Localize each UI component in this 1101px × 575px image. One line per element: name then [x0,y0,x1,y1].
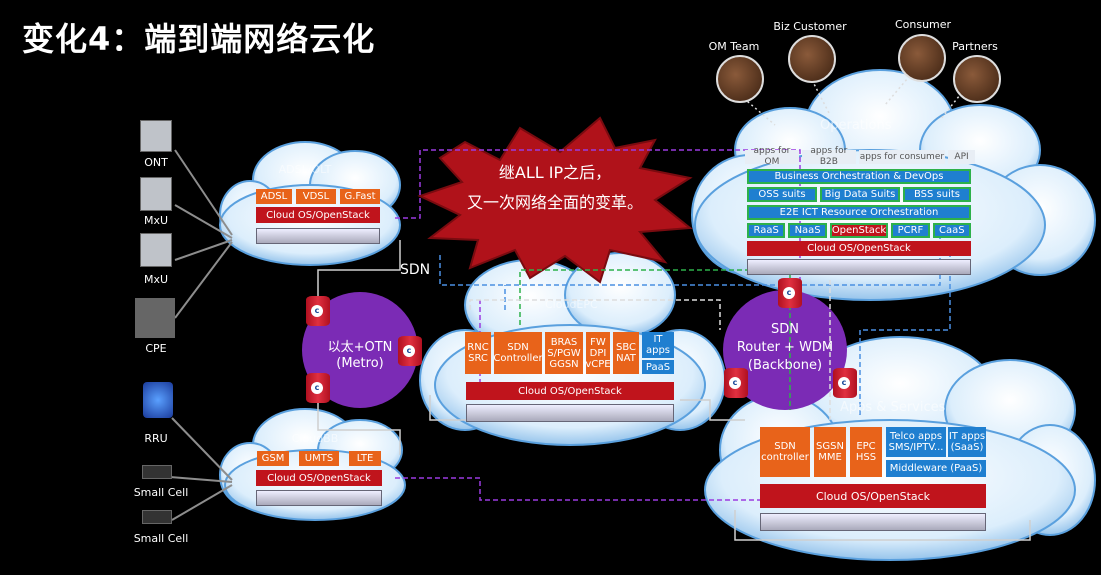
controller-node-icon: c [778,278,802,308]
metro-label-2: (Metro) [336,356,384,371]
mxu-icon [140,177,172,211]
control-links-blue [439,230,951,415]
apps-for-b2b-box: apps for B2B [801,146,856,167]
adsl-hardware-bar [256,228,380,244]
backbone-label-3: (Backbone) [747,358,823,373]
oss-suits-box: OSS suits [747,187,817,202]
controller-node-icon: c [398,336,422,366]
mxu-label-2: MxU [143,273,169,286]
it-apps-saas-box: IT apps (SaaS) [948,427,986,457]
biz-customer-avatar [788,35,836,83]
lte-box: LTE [349,451,381,466]
business-orchestration-box: Business Orchestration & DevOps [747,169,971,184]
ont-icon [140,120,172,152]
rnc-src-box: RNC SRC [465,332,491,374]
metro-label-1: 以太+OTN [327,340,393,355]
om-team-label: OM Team [708,40,760,53]
gfast-box: G.Fast [340,189,380,204]
ran-cloud-name: CloudBB [291,432,339,445]
small-cell-label-1: Small Cell [133,486,189,499]
metro-bubble [302,292,418,408]
mxu-label-1: MxU [143,214,169,227]
rru-label: RRU [144,432,168,445]
adsl-cloud-os-bar: Cloud OS/OpenStack [256,207,380,223]
ops-cloud-os-bar: Cloud OS/OpenStack [747,241,971,256]
apps-hardware-bar [760,513,986,531]
control-links-green [519,269,791,410]
user-links [739,71,969,126]
it-apps-box: IT apps [642,332,674,358]
api-box: API [948,150,976,164]
callout-line-2: 又一次网络全面的变革。 [466,193,643,212]
telco-apps-box: Telco apps SMS/IPTV... [886,427,946,457]
backbone-label-1: SDN [771,322,799,337]
epc-hardware-bar [466,404,674,422]
small-cell-label-2: Small Cell [133,532,189,545]
middleware-paas-box: Middleware (PaaS) [886,460,986,477]
e2e-ict-orchestration-box: E2E ICT Resource Orchestration [747,205,971,220]
cpe-label: CPE [145,342,167,355]
big-data-suits-box: Big Data Suits [820,187,900,202]
paas-box: PaaS [642,360,674,374]
bss-suits-box: BSS suits [903,187,971,202]
ont-label: ONT [144,156,168,169]
ran-cloud-os-bar: Cloud OS/OpenStack [256,470,382,486]
partners-avatar [953,55,1001,103]
bras-box: BRAS S/PGW GGSN [545,332,583,374]
rru-icon [143,382,173,418]
apps-cloud-os-bar: Cloud OS/OpenStack [760,484,986,508]
gsm-box: GSM [257,451,289,466]
adsl-cloud-shape [219,141,401,266]
openstack-box: OpenStack [829,223,889,238]
callout-line-1: 继ALL IP之后， [498,163,612,182]
page-title: 变化4：端到端网络云化 [22,20,376,58]
partners-label: Partners [952,40,998,53]
cloud-links [317,240,1031,541]
controller-node-icon: c [724,368,748,398]
operations-cloud-name: Operations [820,118,892,133]
raas-box: RaaS [747,223,786,238]
om-team-avatar [716,55,764,103]
cpe-icon [135,298,175,338]
pcrf-box: PCRF [891,223,930,238]
apps-cloud-name: Apps & Services [840,400,946,415]
controller-node-icon: c [306,373,330,403]
umts-box: UMTS [299,451,339,466]
epc-cloud-name: CloudEPC [545,298,598,311]
consumer-avatar [898,34,946,82]
backbone-bubble [723,290,847,410]
control-links-white [469,280,831,420]
ops-apps-row: apps for OM apps for B2B apps for consum… [745,146,976,167]
adsl-cloud-name: ADSL/OLT [278,163,332,176]
metro-sdn-label: SDN [400,262,431,278]
small-cell-icon-1 [142,465,172,479]
sgsn-mme-box: SGSN MME [814,427,846,477]
access-links [169,149,233,521]
apps-for-om-box: apps for OM [745,146,799,167]
sdn-controller-box-2: SDN controller [760,427,810,477]
sbc-nat-box: SBC NAT [613,332,639,374]
callout-burst [417,116,693,284]
small-cell-icon-2 [142,510,172,524]
epc-hss-box: EPC HSS [850,427,882,477]
consumer-label: Consumer [894,18,952,31]
sdn-controller-box: SDN Controller [493,332,543,374]
vdsl-box: VDSL [296,189,336,204]
ran-hardware-bar [256,490,382,506]
ops-services-row: RaaS NaaS OpenStack PCRF CaaS [747,223,972,238]
apps-for-consumer-box: apps for consumer [858,150,946,164]
controller-node-icon: c [833,368,857,398]
biz-customer-label: Biz Customer [773,20,847,33]
mxu-icon-2 [140,233,172,267]
callout-text: 继ALL IP之后， 又一次网络全面的变革。 [440,158,670,218]
ops-hardware-bar [747,259,971,275]
caas-box: CaaS [932,223,972,238]
controller-node-icon: c [306,296,330,326]
adsl-box: ADSL [256,189,292,204]
fw-dpi-box: FW DPI vCPE [585,332,611,374]
naas-box: NaaS [788,223,827,238]
epc-cloud-os-bar: Cloud OS/OpenStack [466,382,674,400]
backbone-label-2: Router + WDM [736,340,834,355]
